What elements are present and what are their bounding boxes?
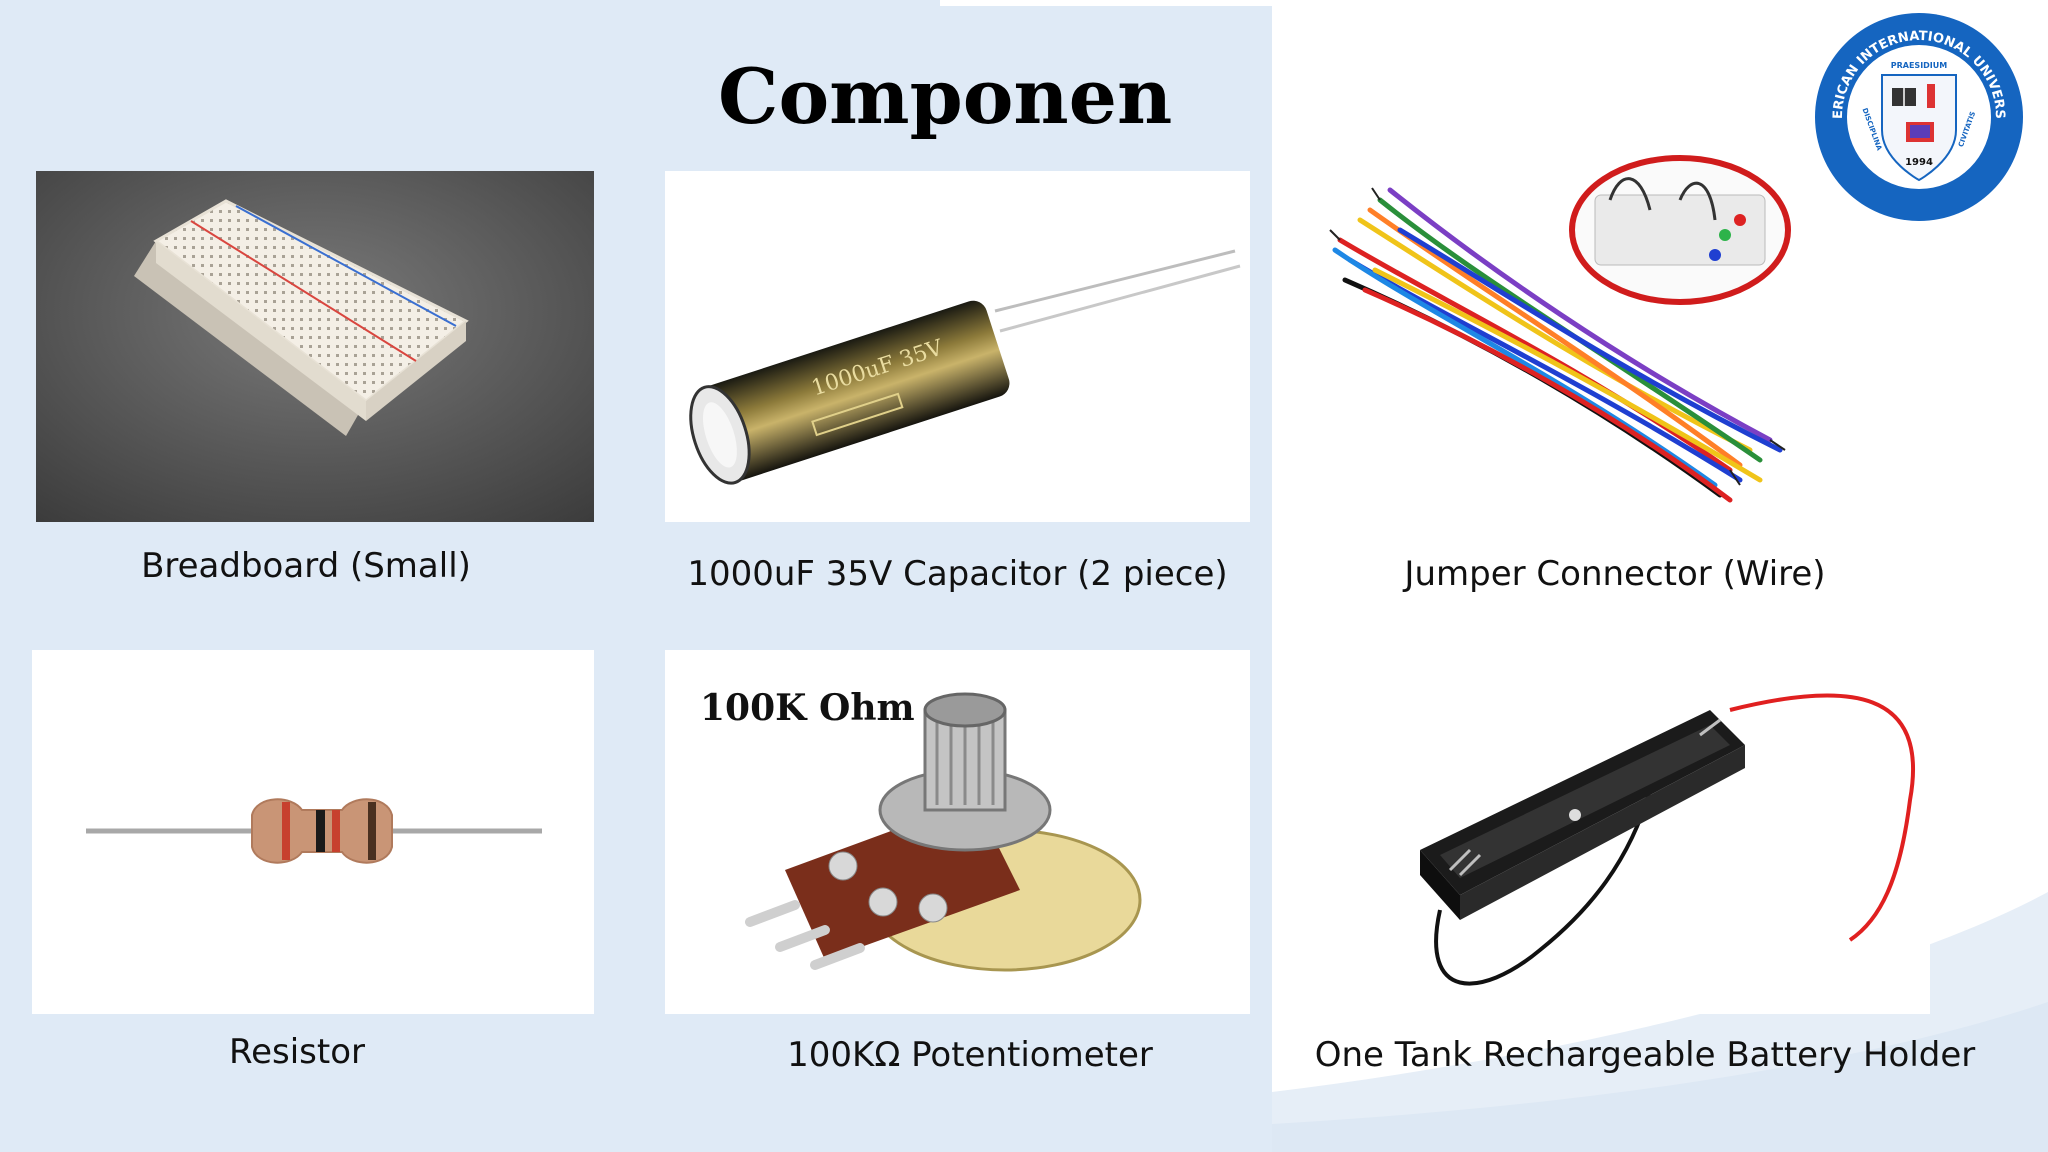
resistor-image: [32, 650, 594, 1014]
top-white-strip: [940, 0, 1272, 6]
component-caption: 1000uF 35V Capacitor (2 piece): [687, 554, 1228, 594]
component-caption: Resistor: [229, 1032, 365, 1072]
component-caption: Jumper Connector (Wire): [1404, 554, 1826, 594]
bottom-wave-decoration: [0, 892, 2048, 1152]
breadboard-photo-icon: [36, 171, 594, 522]
potentiometer-photo-icon: 100K Ohm: [700, 687, 1142, 972]
jumper-wires-photo-icon: [1329, 155, 1791, 513]
component-caption: 100KΩ Potentiometer: [787, 1035, 1153, 1075]
resistor-photo-icon: [86, 798, 542, 864]
potentiometer-image: 100K Ohm: [665, 650, 1250, 1014]
svg-text:1994: 1994: [1905, 157, 1933, 168]
potentiometer-label: 100K Ohm: [700, 687, 915, 729]
slide-title: Componen: [718, 52, 1173, 141]
university-logo: AMERICAN INTERNATIONAL UNIVERSITY BANGLA…: [1806, 0, 2026, 224]
component-caption: Breadboard (Small): [141, 546, 471, 586]
svg-text:PRAESIDIUM: PRAESIDIUM: [1891, 61, 1948, 70]
capacitor-image: 1000uF 35V: [665, 171, 1250, 522]
university-seal-icon: AMERICAN INTERNATIONAL UNIVERSITY BANGLA…: [1806, 0, 2023, 221]
component-caption: One Tank Rechargeable Battery Holder: [1314, 1035, 1976, 1075]
breadboard-image: [36, 171, 594, 522]
battery-holder-photo-icon: [1420, 693, 1916, 986]
battery-holder-image: [1290, 650, 1930, 1014]
capacitor-photo-icon: 1000uF 35V: [689, 249, 1241, 485]
jumper-wires-image: [1320, 150, 1840, 540]
